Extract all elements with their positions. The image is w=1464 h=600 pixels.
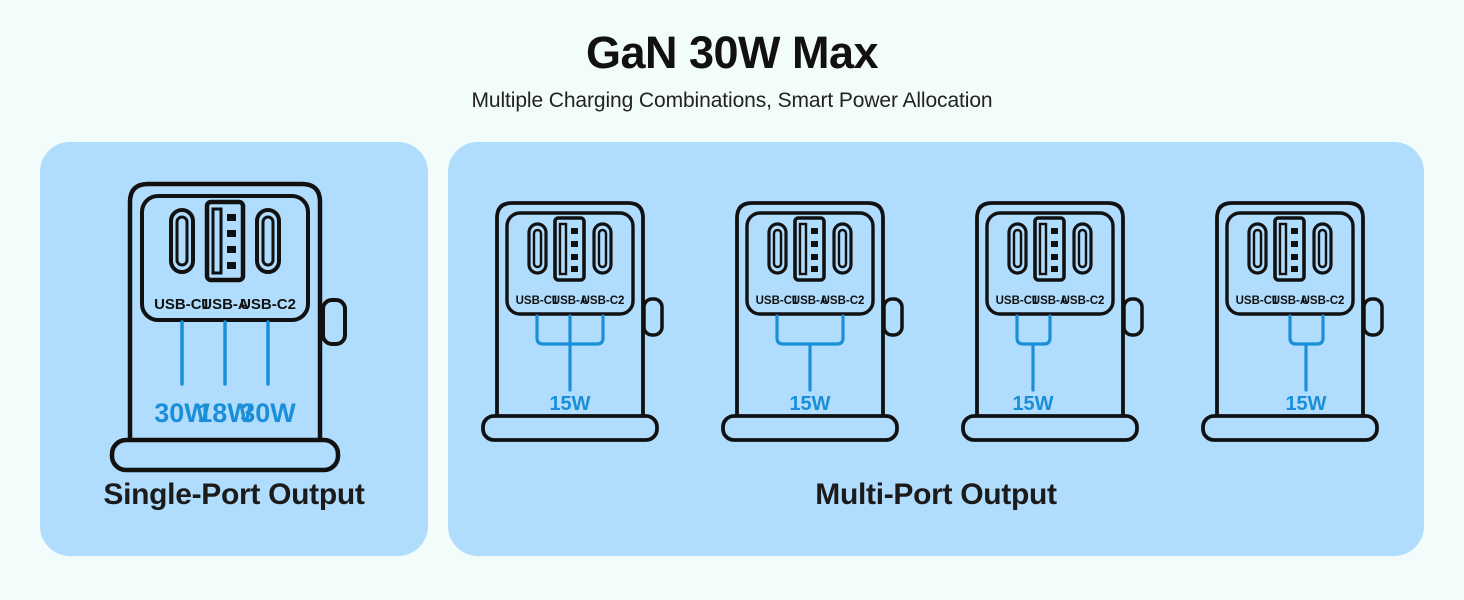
usb-c-port-icon bbox=[1312, 222, 1333, 275]
port-label: USB-C1 bbox=[154, 296, 210, 313]
charger-base-icon bbox=[961, 414, 1139, 442]
charger-single-1[interactable]: USB-C1 USB-A USB-C2 30W 18W 30W bbox=[94, 172, 374, 482]
port-label: USB-A bbox=[201, 296, 249, 313]
charger-base-icon bbox=[1201, 414, 1379, 442]
port-label: USB-C1 bbox=[516, 295, 559, 307]
panel-single-port: USB-C1 USB-A USB-C2 30W 18W 30W Single-P bbox=[40, 142, 428, 556]
page-title: GaN 30W Max bbox=[585, 27, 879, 78]
charger-side-tab-icon bbox=[321, 298, 347, 346]
charger-port-panel bbox=[505, 211, 635, 316]
panel-caption-single-port: Single-Port Output bbox=[103, 478, 365, 511]
charger-body-icon bbox=[495, 201, 645, 430]
port-label: USB-A bbox=[792, 295, 828, 307]
charger-base-icon bbox=[481, 414, 659, 442]
port-label: USB-A bbox=[1272, 295, 1308, 307]
usb-a-port-icon bbox=[553, 216, 586, 282]
usb-a-port-icon bbox=[1273, 216, 1306, 282]
usb-a-port-icon bbox=[793, 216, 826, 282]
charger-body-icon bbox=[735, 201, 885, 430]
charger-body-icon bbox=[127, 181, 323, 457]
charger-multi-3[interactable]: USB-C1 USB-A USB-C2 15W bbox=[951, 194, 1161, 454]
port-label: USB-C2 bbox=[822, 295, 865, 307]
panel-multi-port: USB-C1 USB-A USB-C2 15W bbox=[448, 142, 1424, 556]
panel-caption-multi-port: Multi-Port Output bbox=[815, 478, 1057, 511]
port-label: USB-C2 bbox=[582, 295, 625, 307]
port-label: USB-C1 bbox=[756, 295, 799, 307]
connector-bracket bbox=[1288, 314, 1325, 392]
connector-bracket bbox=[535, 314, 605, 392]
usb-c-port-icon bbox=[1247, 222, 1268, 275]
port-label: USB-A bbox=[1032, 295, 1068, 307]
charger-port-panel bbox=[140, 194, 310, 322]
usb-c-port-icon bbox=[527, 222, 548, 275]
wattage-label: 15W bbox=[549, 393, 590, 415]
port-label: USB-C2 bbox=[240, 296, 296, 313]
port-label: USB-C1 bbox=[996, 295, 1039, 307]
wattage-label: 18W bbox=[197, 398, 253, 428]
charger-base-icon bbox=[109, 437, 341, 473]
wattage-label: 15W bbox=[1012, 393, 1053, 415]
panels-container: USB-C1 USB-A USB-C2 30W 18W 30W Single-P bbox=[40, 142, 1424, 556]
charger-multi-2[interactable]: USB-C1 USB-A USB-C2 15W bbox=[711, 194, 921, 454]
charger-side-tab-icon bbox=[882, 297, 904, 337]
charger-side-tab-icon bbox=[642, 297, 664, 337]
port-label: USB-A bbox=[552, 295, 588, 307]
charger-body-icon bbox=[1215, 201, 1365, 430]
page-subtitle: Multiple Charging Combinations, Smart Po… bbox=[471, 89, 993, 112]
connector-bracket bbox=[1015, 314, 1052, 392]
charger-side-tab-icon bbox=[1362, 297, 1384, 337]
charger-side-tab-icon bbox=[1122, 297, 1144, 337]
connector-bracket bbox=[775, 314, 845, 392]
port-label: USB-C2 bbox=[1302, 295, 1345, 307]
usb-c-port-icon bbox=[255, 208, 281, 274]
usb-a-port-icon bbox=[204, 199, 246, 283]
port-label: USB-C2 bbox=[1062, 295, 1105, 307]
charger-port-panel bbox=[1225, 211, 1355, 316]
usb-c-port-icon bbox=[592, 222, 613, 275]
wattage-label: 30W bbox=[240, 398, 296, 428]
charger-row-single: USB-C1 USB-A USB-C2 30W 18W 30W bbox=[40, 172, 428, 482]
header: GaN 30W Max Multiple Charging Combinatio… bbox=[0, 0, 1464, 113]
connector-lines bbox=[180, 320, 270, 386]
port-label: USB-C1 bbox=[1236, 295, 1279, 307]
wattage-label: 15W bbox=[789, 393, 830, 415]
usb-c-port-icon bbox=[1007, 222, 1028, 275]
wattage-label: 30W bbox=[154, 398, 210, 428]
usb-c-port-icon bbox=[832, 222, 853, 275]
charger-port-panel bbox=[745, 211, 875, 316]
wattage-label: 15W bbox=[1285, 393, 1326, 415]
charger-row-multi: USB-C1 USB-A USB-C2 15W bbox=[448, 194, 1424, 454]
usb-c-port-icon bbox=[169, 208, 195, 274]
charger-port-panel bbox=[985, 211, 1115, 316]
charger-base-icon bbox=[721, 414, 899, 442]
charger-multi-1[interactable]: USB-C1 USB-A USB-C2 15W bbox=[471, 194, 681, 454]
charger-multi-4[interactable]: USB-C1 USB-A USB-C2 15W bbox=[1191, 194, 1401, 454]
usb-a-port-icon bbox=[1033, 216, 1066, 282]
usb-c-port-icon bbox=[767, 222, 788, 275]
charger-body-icon bbox=[975, 201, 1125, 430]
usb-c-port-icon bbox=[1072, 222, 1093, 275]
